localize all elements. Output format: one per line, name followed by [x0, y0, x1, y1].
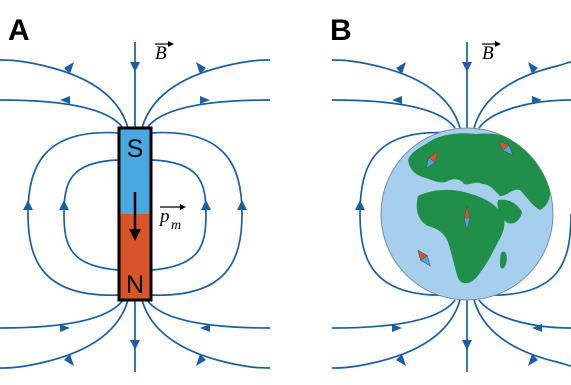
moment-label: p m — [158, 204, 186, 233]
field-line — [0, 59, 129, 129]
field-vector-overline-head — [168, 41, 174, 47]
peninsula-arabia — [497, 199, 522, 224]
field-arrow — [130, 62, 140, 72]
field-arrow — [196, 354, 206, 366]
panel-b: B — [330, 14, 571, 372]
field-arrow — [528, 62, 538, 74]
field-arrow — [396, 354, 406, 366]
field-arrows-b — [355, 62, 542, 366]
field-arrow — [396, 62, 406, 74]
field-arrow — [60, 324, 70, 332]
field-line — [149, 131, 243, 296]
field-label-b: B — [482, 41, 501, 64]
field-arrow — [200, 96, 210, 104]
moment-label-text: p — [158, 206, 170, 227]
compass-needle — [417, 249, 431, 267]
field-arrow — [23, 200, 33, 210]
field-arrow — [196, 62, 206, 74]
field-line — [151, 159, 207, 271]
field-line — [27, 131, 121, 296]
panel-a: A — [0, 14, 271, 372]
field-line — [0, 299, 129, 369]
field-arrow — [64, 354, 74, 366]
earth-continents — [408, 133, 551, 284]
field-arrow — [59, 200, 69, 210]
field-line — [331, 299, 456, 329]
continent-scandinavia — [440, 137, 458, 148]
field-arrow — [532, 324, 542, 332]
earth-globe — [380, 127, 554, 301]
field-label-a: B — [155, 41, 174, 64]
field-label-a-text: B — [155, 43, 167, 64]
field-arrow — [528, 354, 538, 366]
continent-africa — [416, 189, 505, 284]
magnet-outline — [117, 126, 153, 302]
field-vector-overline-head — [495, 41, 501, 47]
field-arrow — [462, 340, 472, 350]
field-line — [478, 299, 571, 329]
field-arrow — [200, 324, 210, 332]
field-line — [146, 99, 271, 129]
bar-magnet: S N — [117, 126, 153, 302]
compass-needle — [425, 151, 439, 169]
moment-vector-overline-head — [180, 204, 186, 210]
magnet-north-label: N — [126, 271, 144, 299]
field-line — [141, 59, 271, 129]
moment-arrow-head — [129, 229, 141, 241]
field-lines-b — [331, 42, 571, 372]
field-line — [478, 99, 571, 129]
field-line — [331, 299, 461, 369]
field-arrow — [64, 62, 74, 74]
field-arrow — [130, 340, 140, 350]
field-arrow — [237, 200, 247, 210]
field-line — [0, 299, 124, 329]
field-line — [483, 213, 571, 296]
field-label-b-text: B — [482, 43, 494, 64]
field-line — [473, 61, 571, 129]
panel-a-letter: A — [8, 14, 30, 47]
field-line — [473, 299, 571, 367]
magnet-south-label: S — [127, 135, 144, 163]
field-arrow — [462, 62, 472, 72]
field-arrow — [392, 324, 402, 332]
field-line — [331, 99, 456, 129]
field-line — [0, 99, 124, 129]
moment-label-subscript: m — [171, 218, 181, 233]
field-arrow — [201, 200, 211, 210]
field-arrow — [355, 200, 365, 210]
field-arrow — [392, 96, 402, 104]
compass-needle — [463, 205, 471, 231]
field-line — [146, 299, 271, 329]
compass-needle — [498, 140, 514, 156]
island-madagascar — [500, 251, 507, 269]
field-arrow — [60, 96, 70, 104]
field-arrow — [532, 96, 542, 104]
field-arrows-a — [23, 62, 247, 366]
field-line — [359, 131, 451, 296]
field-line — [63, 159, 119, 271]
continent-eurasia — [408, 133, 551, 210]
field-line — [141, 299, 271, 369]
panel-b-letter: B — [330, 14, 352, 47]
field-line — [331, 59, 461, 129]
field-lines-a — [0, 42, 271, 372]
